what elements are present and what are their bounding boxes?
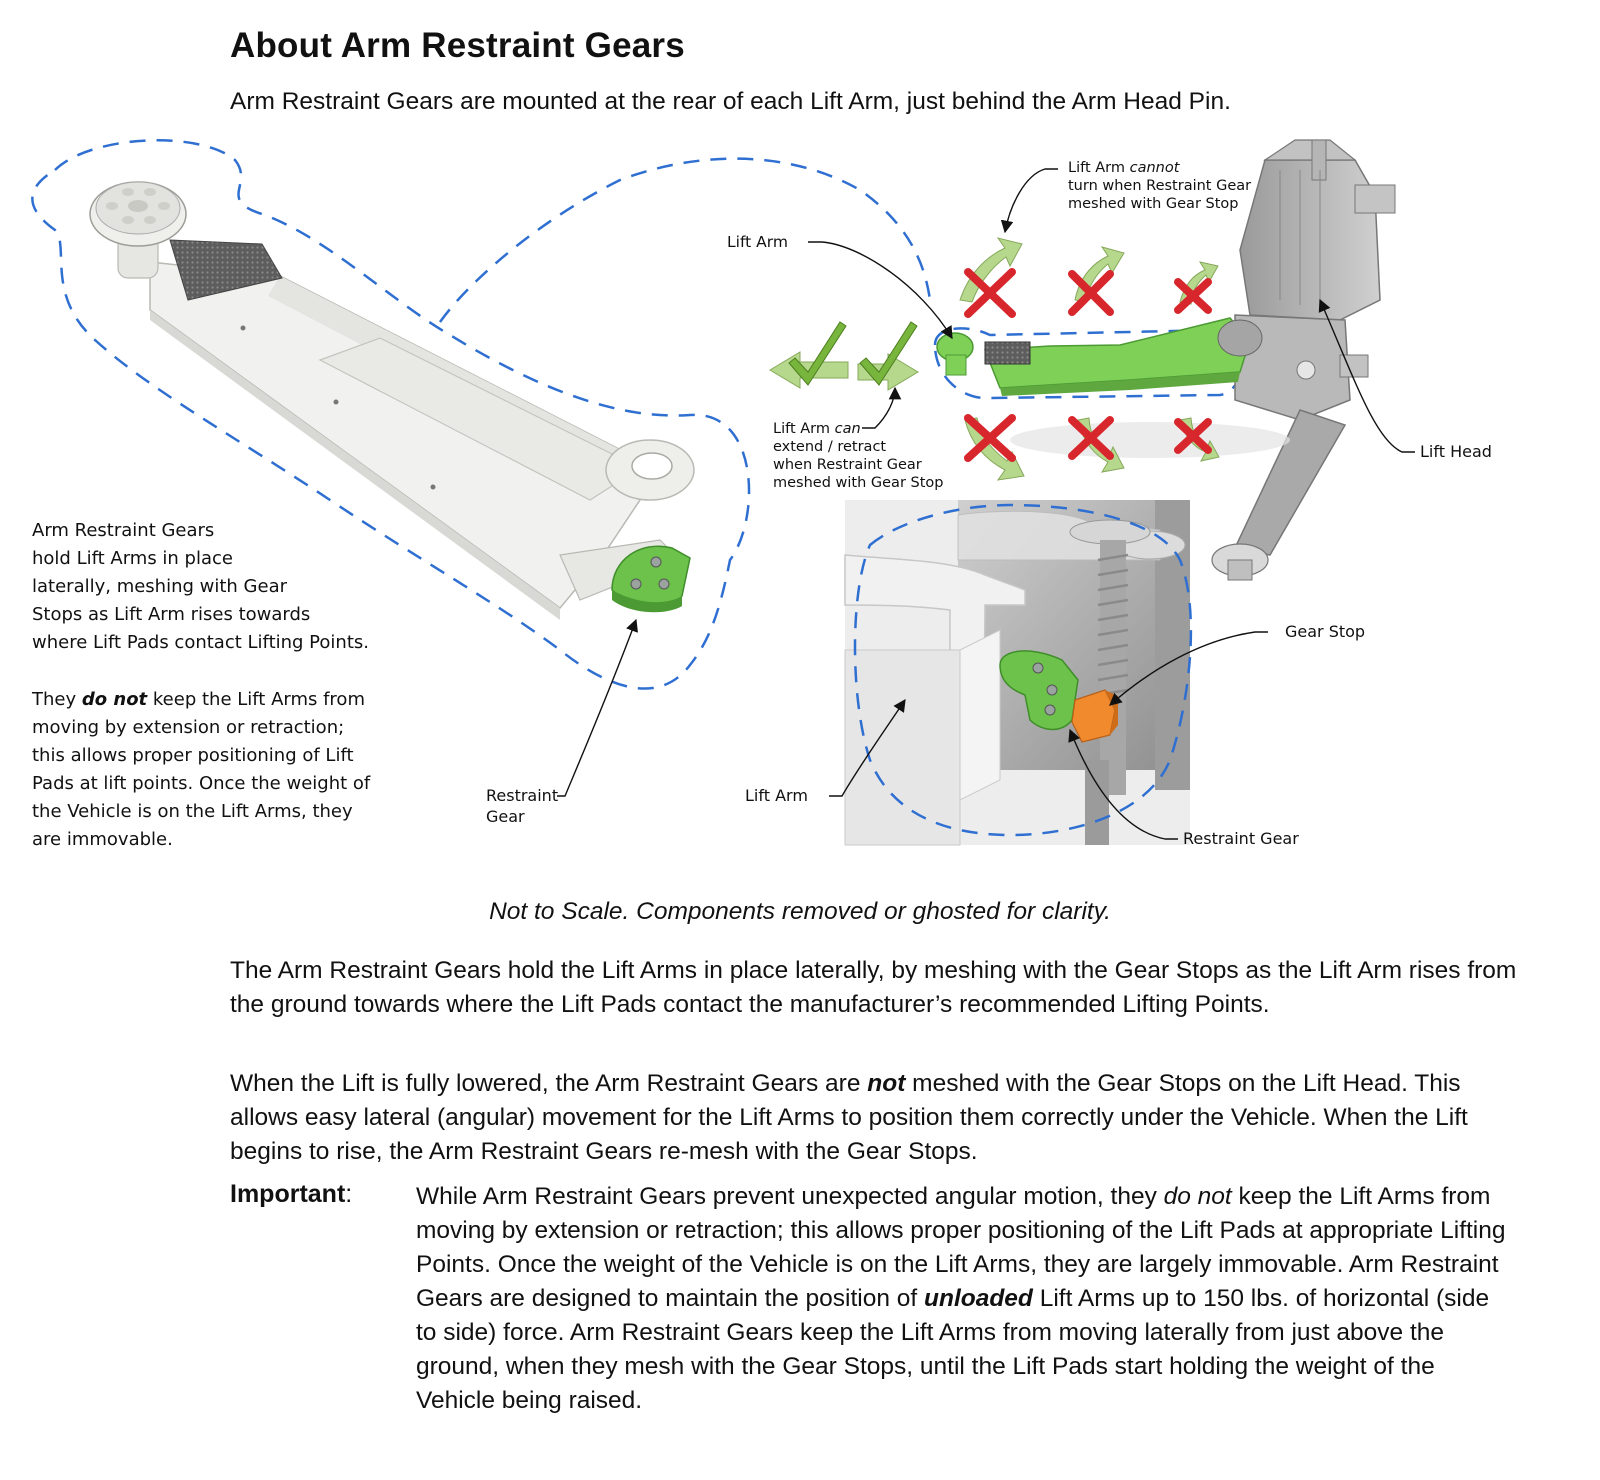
side-line: the Vehicle is on the Lift Arms, they [32,801,353,822]
callout-restraint-gear-left-2: Gear [486,807,525,826]
side-description-1: Arm Restraint Gears hold Lift Arms in pl… [32,517,407,657]
side-line: where Lift Pads contact Lifting Points. [32,632,369,653]
left-arm-dashed-outline [31,139,932,690]
callout-lift-head: Lift Head [1420,442,1492,461]
left-lift-arm [89,181,695,620]
side-line: Stops as Lift Arm rises towards [32,604,311,625]
can-extend-leader [862,386,902,429]
side-line: hold Lift Arms in place [32,548,233,569]
callout-cannot-line3: meshed with Gear Stop [1068,196,1238,212]
side-line: moving by extension or retraction; [32,717,345,738]
callout-gear-stop: Gear Stop [1285,622,1365,641]
arm-restraint-illustration: Lift Arm Lift Arm cannot turn when Restr… [31,139,1492,848]
side-line: Arm Restraint Gears [32,520,215,541]
right-green-lift-arm [936,317,1263,396]
angular-motion-blocked-indicators [959,237,1220,481]
side-line: Pads at lift points. Once the weight of [32,773,371,794]
callout-can-line2: extend / retract [773,439,886,455]
cannot-turn-leader [1000,168,1058,234]
important-body: While Arm Restraint Gears prevent unexpe… [416,1183,1506,1414]
intro-text: Arm Restraint Gears are mounted at the r… [230,88,1231,115]
side-line: They do not keep the Lift Arms from [32,689,365,710]
arm-shadow [1010,422,1290,458]
lift-arm-top-leader [808,241,953,340]
callout-lift-arm-top: Lift Arm [727,233,788,251]
body-paragraph-2: When the Lift is fully lowered, the Arm … [230,1070,1468,1165]
page-title: About Arm Restraint Gears [230,26,685,65]
side-description-2: They do not keep the Lift Arms from movi… [32,686,407,854]
restraint-gear-left-leader [557,618,638,797]
callout-cannot-line1: Lift Arm cannot [1068,160,1181,176]
side-line: this allows proper positioning of Lift [32,745,354,766]
gear-stop-leader [1109,631,1268,706]
body-paragraph-1: The Arm Restraint Gears hold the Lift Ar… [230,957,1517,1018]
right-arm-dashed-outline [933,327,1244,400]
important-label: Important: [230,1180,353,1208]
restraint-gear-right-leader [1068,728,1178,840]
extend-retract-ok-indicators [769,321,919,391]
callout-can-line3: when Restraint Gear [773,457,922,473]
inset-dashed-outline [853,503,1193,837]
lift-head-leader [1318,298,1415,453]
inset-detail [844,500,1190,846]
callout-can-line1: Lift Arm can [773,421,861,437]
side-line: are immovable. [32,829,173,850]
figure-caption: Not to Scale. Components removed or ghos… [489,898,1111,925]
callout-lift-arm-bottom: Lift Arm [745,786,808,805]
callout-cannot-line2: turn when Restraint Gear [1068,178,1251,194]
lift-arm-bottom-leader [829,698,906,797]
callout-can-line4: meshed with Gear Stop [773,475,943,491]
callout-restraint-gear-left-1: Restraint [486,786,558,805]
side-line: laterally, meshing with Gear [32,576,288,597]
callout-restraint-gear-right: Restraint Gear [1183,829,1299,848]
lift-head [1211,139,1396,581]
